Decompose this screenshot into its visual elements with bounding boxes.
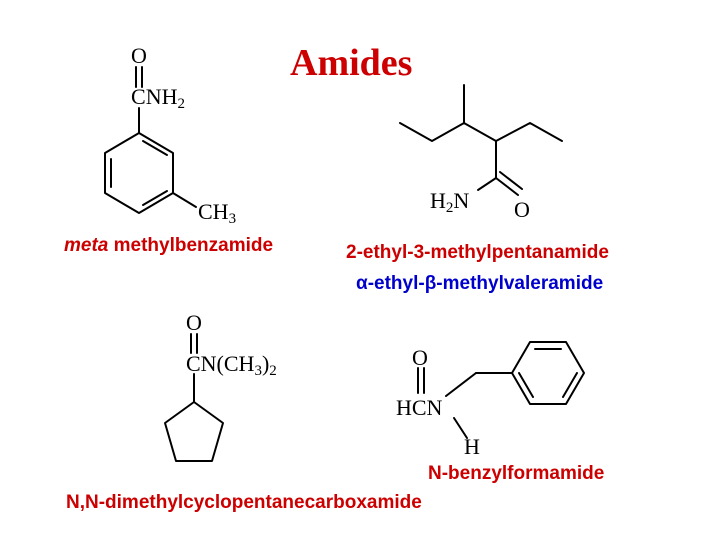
c2-hydrogen-text: H (430, 188, 446, 213)
amide-n-bond (477, 177, 497, 191)
name-prefix-meta: meta (64, 235, 109, 256)
beta-symbol: β (424, 273, 437, 294)
compound-name-ethylmethylpentanamide: 2-ethyl-3-methylpentanamide (346, 242, 609, 263)
alpha-symbol: α (356, 273, 368, 294)
slide-title: Amides (290, 42, 413, 84)
compound-name-meta-methylbenzamide: meta methylbenzamide (64, 236, 273, 255)
c3-group-text: CN(CH (186, 351, 255, 376)
carbonyl-double-bond-a (495, 177, 519, 196)
carbon-chain (399, 122, 563, 142)
c1-methyl-subscript: 3 (228, 211, 237, 227)
compound-name-benzylformamide: N-benzylformamide (428, 463, 605, 484)
benzylformamide-structure (417, 341, 585, 439)
compound-alt-name-valeramide: α-ethyl-β-methylvaleramide (356, 274, 603, 293)
c4-hydrogen-label: H (464, 434, 480, 459)
c3-group-subscript-2: 2 (269, 363, 277, 379)
c1-methyl-label: CH3 (198, 201, 236, 227)
c2-oxygen-label: O (514, 197, 530, 222)
c4-oxygen-label: O (412, 345, 428, 370)
ring-inner-bond-2 (562, 372, 578, 398)
c4-formyl-label: HCN (396, 395, 443, 420)
benzene-ring (104, 132, 174, 214)
c1-methyl-text: CH (198, 199, 229, 224)
alt-name-rest: -methylvaleramide (436, 273, 604, 294)
ethylmethylpentanamide-structure (399, 84, 563, 196)
name-rest: methylbenzamide (108, 235, 274, 256)
ring-inner-bond-2 (142, 140, 168, 156)
cyclopentane-ring (164, 401, 224, 462)
c2-amine-label: H2N (430, 190, 469, 216)
c1-amine-label: NH (145, 84, 178, 109)
c1-amide-label: CNH2 (131, 86, 185, 112)
c1-amine-subscript: 2 (177, 96, 185, 112)
carbonyl-double-bond-b (499, 171, 523, 190)
n-ch2-bond (445, 372, 477, 397)
n-h-bond (453, 417, 468, 439)
c1-carbon-label: C (131, 84, 146, 109)
ring-inner-bond-3 (142, 190, 168, 206)
ring-inner-bond-3 (518, 372, 534, 398)
methyl-bond (172, 192, 197, 208)
c3-group-close: ) (261, 351, 270, 376)
c2-nitrogen-text: N (453, 188, 470, 213)
meta-methylbenzamide-structure (104, 66, 197, 214)
c1-oxygen-label: O (131, 43, 147, 68)
alt-name-mid: -ethyl- (367, 273, 425, 294)
cyclopentanecarboxamide-structure (164, 333, 224, 462)
benzene-ring (511, 341, 585, 405)
c3-group-subscript: 3 (254, 363, 262, 379)
c2-amine-subscript: 2 (445, 200, 454, 216)
compound-name-dimethylcyclopentanecarboxamide: N,N-dimethylcyclopentanecarboxamide (66, 492, 422, 513)
c3-oxygen-label: O (186, 310, 202, 335)
c3-dimethylamide-label: CN(CH3)2 (186, 353, 277, 379)
